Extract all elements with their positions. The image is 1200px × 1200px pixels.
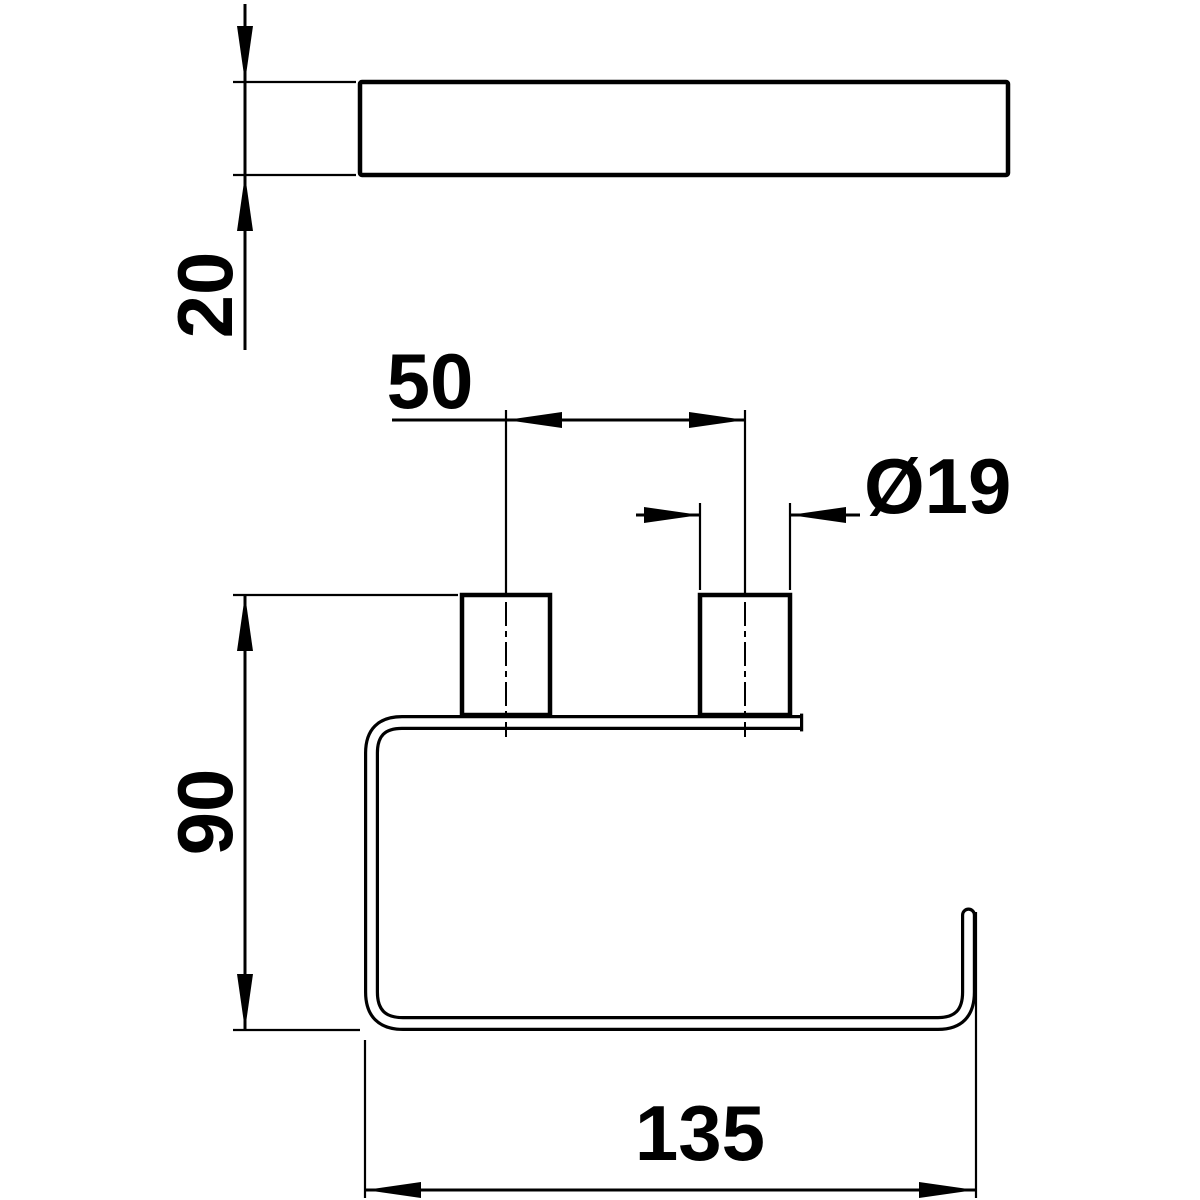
arrowhead-up-icon <box>237 175 253 231</box>
arrowhead-right-icon <box>919 1182 975 1198</box>
holder-body-core <box>367 718 973 1028</box>
dimension-width: 135 <box>363 912 978 1198</box>
dimension-label-height: 90 <box>161 769 249 856</box>
dimension-diameter: Ø19 <box>636 442 1011 590</box>
arrowhead-left-icon <box>365 1182 421 1198</box>
dimension-label-thickness: 20 <box>161 252 249 339</box>
arrowhead-left-icon <box>506 412 562 428</box>
arrowhead-right-icon <box>689 412 745 428</box>
arrowhead-down-icon <box>237 974 253 1030</box>
top-view-bar <box>357 79 1011 178</box>
dimension-label-width: 135 <box>635 1089 765 1177</box>
dimension-height: 90 <box>161 593 458 1032</box>
dimension-thickness: 20 <box>161 4 356 350</box>
arrowhead-down-icon <box>237 26 253 82</box>
dimension-label-spacing: 50 <box>387 337 474 425</box>
arrowhead-right-icon <box>644 507 700 523</box>
arrowhead-left-icon <box>790 507 846 523</box>
dimension-label-diameter: Ø19 <box>864 442 1011 530</box>
arrowhead-up-icon <box>237 595 253 651</box>
holder-body-outline <box>364 715 976 1031</box>
dimension-spacing: 50 <box>387 337 745 428</box>
bar-end-mask <box>800 710 813 735</box>
